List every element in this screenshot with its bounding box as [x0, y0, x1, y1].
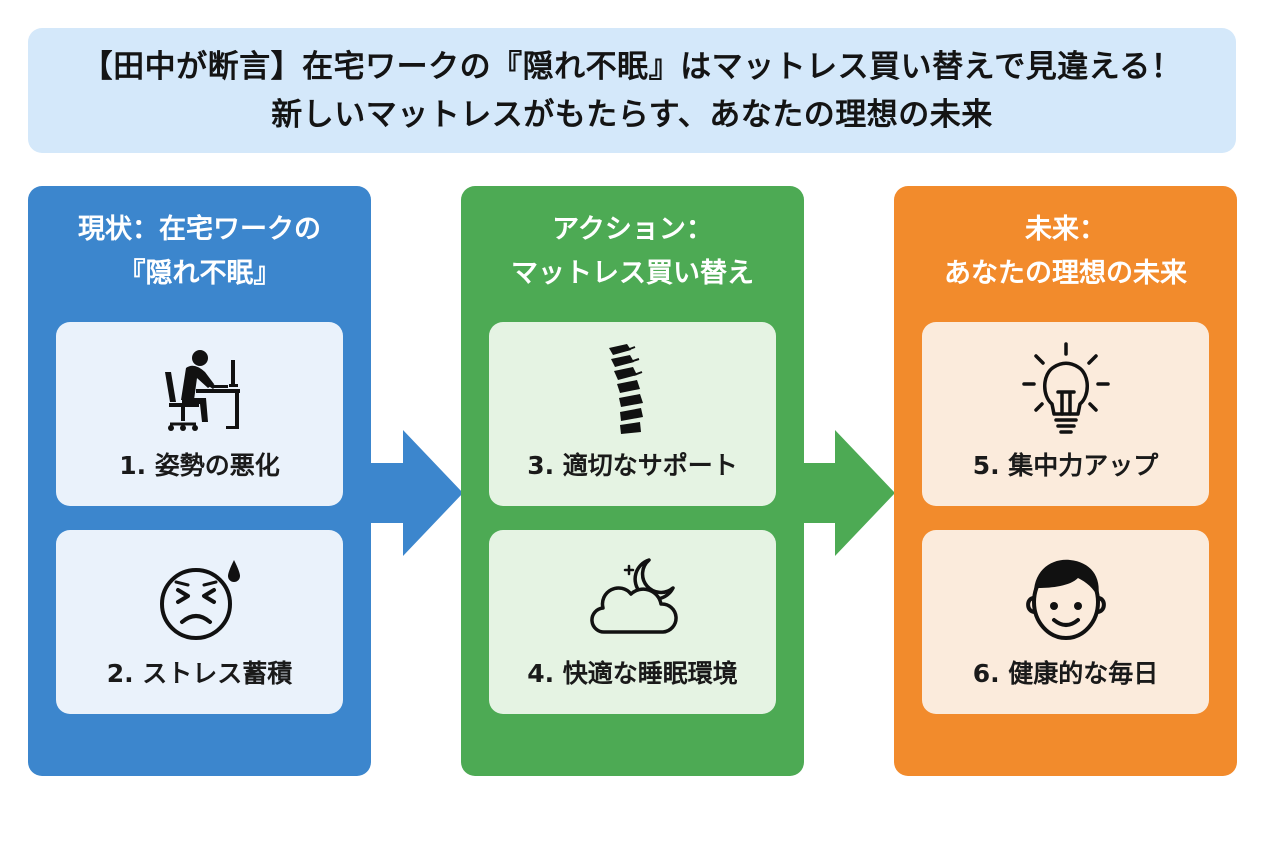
card-label: 1. 姿勢の悪化 — [119, 451, 280, 480]
column-heading-line-1: 未来： — [1025, 214, 1106, 245]
column-heading: 現状：在宅ワークの 『隠れ不眠』 — [28, 208, 371, 296]
stressed-face-icon — [150, 548, 250, 648]
card-label: 3. 適切なサポート — [527, 451, 738, 480]
card-label: 4. 快適な睡眠環境 — [527, 659, 738, 688]
title-line-1: 【田中が断言】在宅ワークの『隠れ不眠』はマットレス買い替えで見違える！ — [81, 48, 1183, 85]
card-label: 2. ストレス蓄積 — [106, 659, 293, 688]
card-stress: 2. ストレス蓄積 — [56, 530, 343, 714]
card-posture: 1. 姿勢の悪化 — [56, 322, 343, 506]
column-heading: 未来： あなたの理想の未来 — [894, 208, 1237, 296]
card-label: 5. 集中力アップ — [972, 451, 1159, 480]
card-healthy-days: 6. 健康的な毎日 — [922, 530, 1209, 714]
column-action: アクション： マットレス買い替え — [461, 186, 804, 776]
card-sleep-environment: 4. 快適な睡眠環境 — [489, 530, 776, 714]
smiling-face-icon — [1016, 548, 1116, 648]
arrow-right-icon — [371, 430, 463, 556]
column-heading-line-1: アクション： — [552, 214, 713, 245]
arrow-right-icon — [803, 430, 895, 556]
lightbulb-icon — [1016, 340, 1116, 440]
title-banner: 【田中が断言】在宅ワークの『隠れ不眠』はマットレス買い替えで見違える！ 新しいマ… — [28, 28, 1236, 153]
column-heading-line-2: 『隠れ不眠』 — [118, 258, 281, 289]
column-future: 未来： あなたの理想の未来 — [894, 186, 1237, 776]
column-heading-line-2: あなたの理想の未来 — [944, 258, 1187, 289]
column-current-state: 現状：在宅ワークの 『隠れ不眠』 — [28, 186, 371, 776]
card-support: 3. 適切なサポート — [489, 322, 776, 506]
column-heading-line-1: 現状：在宅ワークの — [78, 214, 321, 245]
card-label: 6. 健康的な毎日 — [972, 659, 1159, 688]
title-line-2: 新しいマットレスがもたらす、あなたの理想の未来 — [271, 96, 993, 133]
spine-icon — [583, 340, 683, 440]
column-heading: アクション： マットレス買い替え — [461, 208, 804, 296]
cloud-moon-icon — [583, 548, 683, 648]
person-at-desk-icon — [150, 340, 250, 440]
column-heading-line-2: マットレス買い替え — [511, 258, 754, 289]
card-focus: 5. 集中力アップ — [922, 322, 1209, 506]
